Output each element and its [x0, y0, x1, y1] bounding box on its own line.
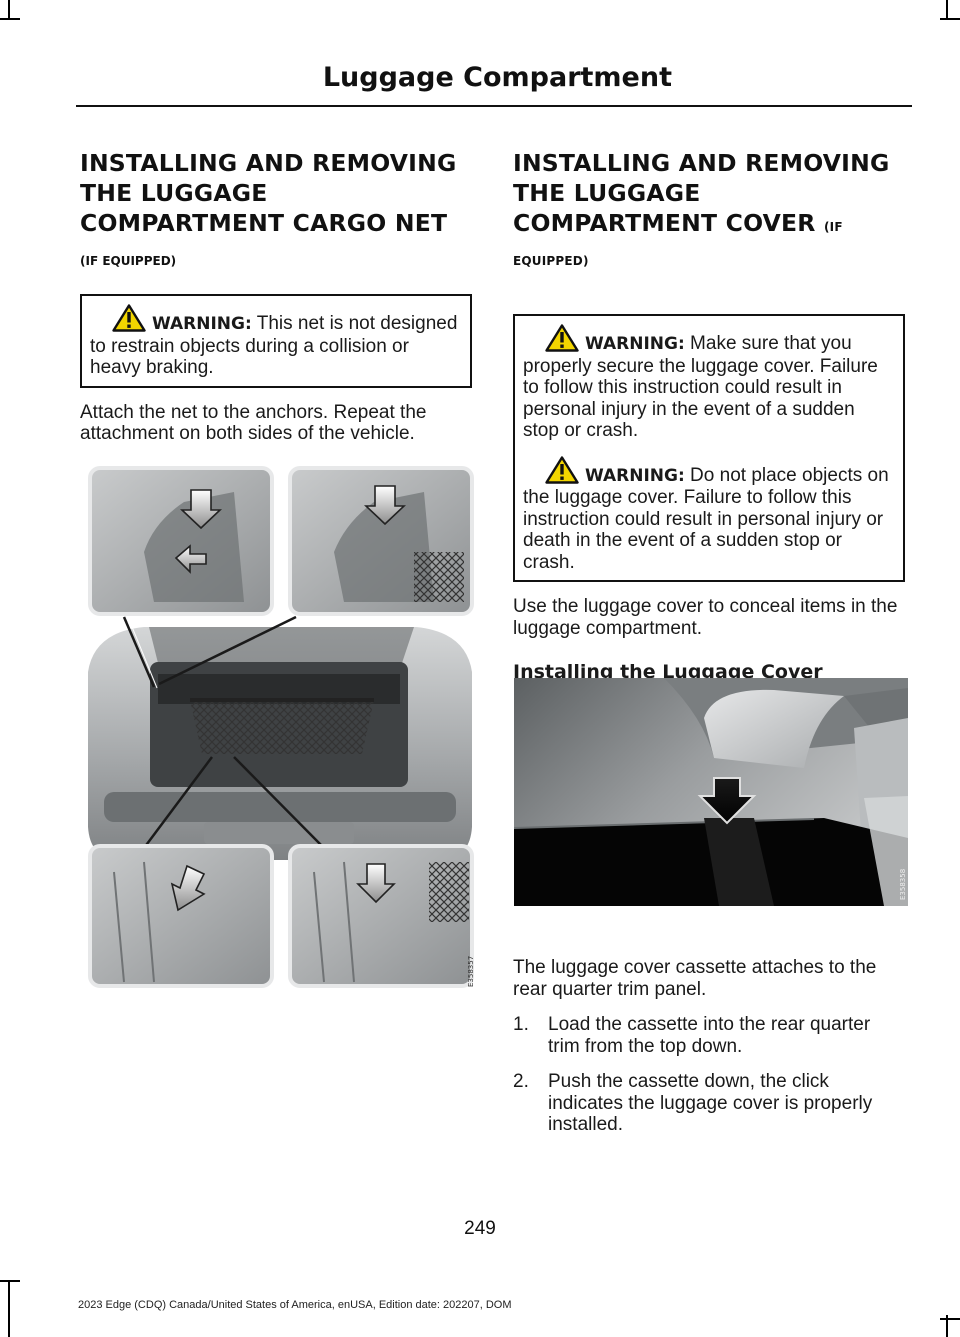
crop-mark — [940, 18, 960, 20]
warning-label: WARNING: — [585, 465, 685, 486]
down-arrow-icon — [179, 489, 223, 530]
up-arrow-icon — [174, 544, 207, 574]
installing-luggage-cover-heading: Installing the Luggage Cover — [513, 661, 823, 683]
if-equipped-label: (IF EQUIPPED) — [80, 254, 177, 268]
step-number: 2. — [513, 1071, 529, 1092]
header-rule — [76, 105, 912, 107]
page-footer: 2023 Edge (CDQ) Canada/United States of … — [78, 1299, 512, 1311]
section-heading-cargo-net: INSTALLING AND REMOVING THE LUGGAGE COMP… — [80, 149, 457, 237]
down-arrow-icon — [363, 485, 407, 526]
down-arrow-icon — [170, 864, 206, 912]
warning-triangle-icon — [545, 455, 579, 484]
crop-mark — [940, 1318, 960, 1320]
luggage-cover-intro: Use the luggage cover to conceal items i… — [513, 596, 898, 639]
crop-mark — [946, 0, 948, 20]
crop-mark — [8, 0, 10, 20]
luggage-cover-heading-text: INSTALLING AND REMOVING THE LUGGAGE COMP… — [513, 149, 890, 237]
figure-code: E358358 — [899, 869, 907, 900]
warning-label: WARNING: — [585, 334, 685, 354]
section-heading-luggage-cover: INSTALLING AND REMOVING THE LUGGAGE COMP… — [513, 148, 905, 276]
warning-box-luggage-cover: WARNING: Make sure that you properly sec… — [513, 314, 905, 582]
step-item: 1. Load the cassette into the rear quarte… — [513, 1014, 905, 1057]
crop-mark — [8, 1280, 10, 1337]
right-column: INSTALLING AND REMOVING THE LUGGAGE COMP… — [513, 148, 905, 1150]
warning-text: Do not place objects on the luggage cove… — [523, 464, 889, 573]
page-header-title: Luggage Compartment — [322, 62, 672, 93]
crop-mark — [946, 1315, 948, 1337]
luggage-cover-heading-suffix: (IF EQUIPPED) — [513, 220, 843, 268]
luggage-cover-attach-text: The luggage cover cassette attaches to t… — [513, 957, 877, 1000]
step-text: Push the cassette down, the click indica… — [548, 1071, 873, 1135]
cargo-net-instructions: Attach the net to the anchors. Repeat th… — [80, 401, 427, 445]
crop-mark — [0, 18, 20, 20]
step-number: 1. — [513, 1014, 529, 1035]
warning-text: This net is not designed to restrain obj… — [90, 313, 458, 378]
warning-box-cargo-net: WARNING: This net is not designed to res… — [80, 294, 472, 388]
crop-mark — [0, 1280, 20, 1282]
warning-triangle-icon — [545, 324, 579, 352]
warning-text: Make sure that you properly secure the l… — [523, 333, 878, 441]
down-arrow-icon — [356, 863, 396, 904]
luggage-cover-figure: E358358 — [514, 678, 908, 906]
page-number: 249 — [464, 1218, 496, 1239]
installation-steps: 1. Load the cassette into the rear quarte… — [513, 1014, 905, 1136]
step-text: Load the cassette into the rear quarter … — [548, 1014, 871, 1057]
cargo-net-figure: E358357 — [88, 466, 475, 988]
figure-code: E358357 — [467, 956, 475, 987]
down-arrow-icon — [697, 777, 757, 825]
step-item: 2. Push the cassette down, the click indi… — [513, 1071, 905, 1136]
warning-triangle-icon — [112, 304, 146, 332]
warning-label: WARNING: — [152, 314, 252, 334]
left-column: INSTALLING AND REMOVING THE LUGGAGE COMP… — [80, 148, 472, 445]
